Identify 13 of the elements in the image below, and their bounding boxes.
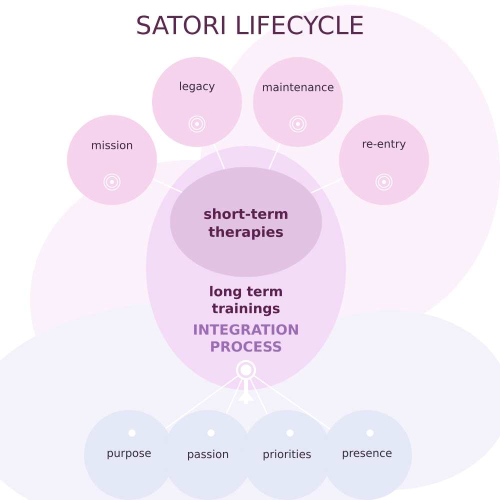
connector-line [310, 178, 344, 194]
connector-line [268, 143, 281, 170]
connector-line [152, 178, 182, 193]
connector-line [250, 378, 268, 415]
connector-line [214, 144, 225, 170]
stage-heading: long term trainings [210, 286, 282, 316]
connector-line [165, 375, 238, 429]
connector-line [254, 375, 330, 430]
process-heading: INTEGRATION PROCESS [194, 324, 298, 352]
node-label: purpose [108, 450, 151, 460]
node-label: passion [188, 450, 228, 460]
title: SATORI LIFECYCLE [137, 16, 363, 34]
connector-line [226, 378, 242, 414]
